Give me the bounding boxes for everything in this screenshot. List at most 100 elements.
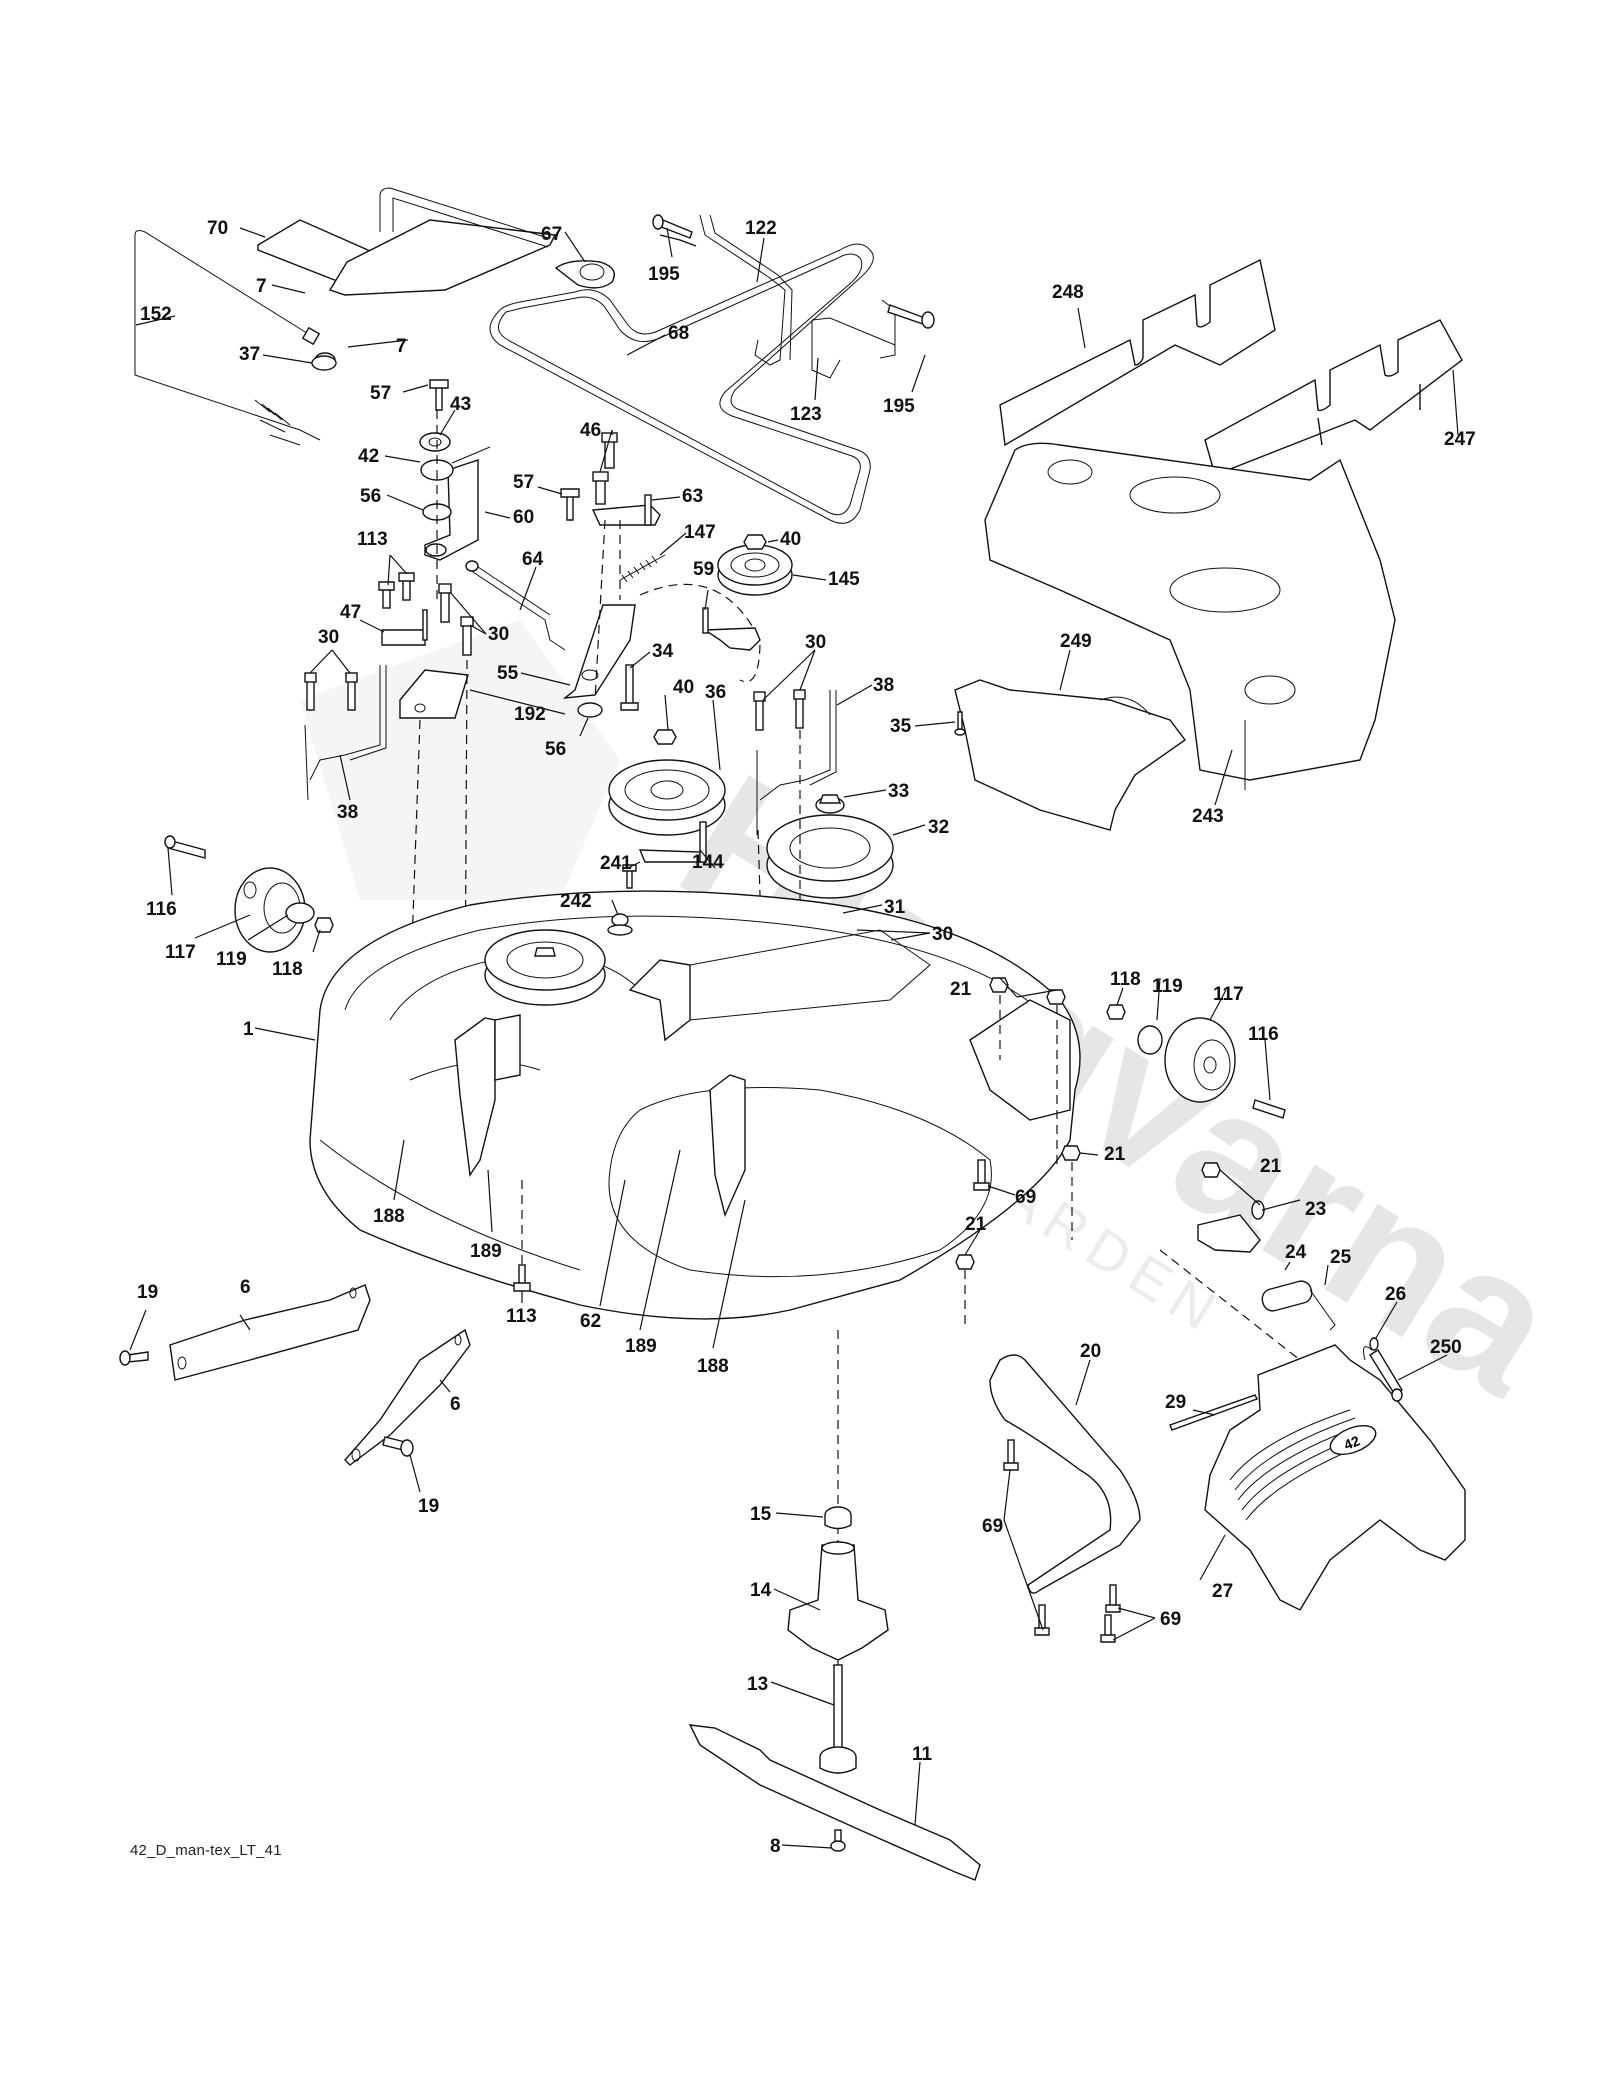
bolt-19-a xyxy=(119,1350,149,1366)
callout-117[interactable]: 117 xyxy=(165,942,196,963)
callout-64[interactable]: 64 xyxy=(522,549,544,570)
callout-29[interactable]: 29 xyxy=(1165,1392,1186,1413)
callout-35[interactable]: 35 xyxy=(890,716,912,737)
callout-40[interactable]: 40 xyxy=(780,529,801,550)
callout-248[interactable]: 248 xyxy=(1052,282,1084,303)
callout-36[interactable]: 36 xyxy=(705,682,726,703)
callout-57[interactable]: 57 xyxy=(370,383,391,404)
callout-47[interactable]: 47 xyxy=(340,602,361,623)
callout-21[interactable]: 21 xyxy=(1260,1156,1282,1177)
callout-37[interactable]: 37 xyxy=(239,344,260,365)
rod-29 xyxy=(1169,1394,1258,1431)
belt-68 xyxy=(489,243,874,524)
callout-118[interactable]: 118 xyxy=(272,959,303,980)
callout-57[interactable]: 57 xyxy=(513,472,534,493)
callout-1[interactable]: 1 xyxy=(243,1019,254,1040)
callout-113[interactable]: 113 xyxy=(357,529,388,550)
callout-31[interactable]: 31 xyxy=(884,897,906,918)
callout-38[interactable]: 38 xyxy=(873,675,894,696)
bracket-59 xyxy=(702,607,761,651)
callout-117[interactable]: 117 xyxy=(1213,984,1244,1005)
callout-55[interactable]: 55 xyxy=(497,663,519,684)
callout-119[interactable]: 119 xyxy=(1152,976,1183,997)
callout-69[interactable]: 69 xyxy=(982,1516,1003,1537)
callout-30[interactable]: 30 xyxy=(318,627,339,648)
callout-68[interactable]: 68 xyxy=(668,323,689,344)
callout-25[interactable]: 25 xyxy=(1330,1247,1352,1268)
stud-242 xyxy=(607,913,633,936)
callout-250[interactable]: 250 xyxy=(1430,1337,1462,1358)
callout-56[interactable]: 56 xyxy=(545,739,566,760)
callout-152[interactable]: 152 xyxy=(140,304,172,325)
callout-59[interactable]: 59 xyxy=(693,559,714,580)
callout-247[interactable]: 247 xyxy=(1444,429,1476,450)
screw-195-b xyxy=(887,304,935,329)
callout-113[interactable]: 113 xyxy=(506,1306,537,1327)
callout-62[interactable]: 62 xyxy=(580,1311,601,1332)
callout-23[interactable]: 23 xyxy=(1305,1199,1326,1220)
callout-21[interactable]: 21 xyxy=(1104,1144,1126,1165)
callout-56[interactable]: 56 xyxy=(360,486,381,507)
callout-27[interactable]: 27 xyxy=(1212,1581,1233,1602)
callout-116[interactable]: 116 xyxy=(146,899,177,920)
callout-69[interactable]: 69 xyxy=(1160,1609,1181,1630)
callout-42[interactable]: 42 xyxy=(358,446,379,467)
callout-43[interactable]: 43 xyxy=(450,394,471,415)
callout-144[interactable]: 144 xyxy=(692,852,724,873)
callout-242[interactable]: 242 xyxy=(560,891,592,912)
callout-30[interactable]: 30 xyxy=(488,624,509,645)
spring-path xyxy=(639,583,761,683)
callout-19[interactable]: 19 xyxy=(418,1496,439,1517)
callout-243[interactable]: 243 xyxy=(1192,806,1224,827)
callout-15[interactable]: 15 xyxy=(750,1504,772,1525)
callout-195[interactable]: 195 xyxy=(648,264,680,285)
callout-7[interactable]: 7 xyxy=(256,276,267,297)
callout-69[interactable]: 69 xyxy=(1015,1187,1036,1208)
callout-24[interactable]: 24 xyxy=(1285,1242,1307,1263)
callout-19[interactable]: 19 xyxy=(137,1282,158,1303)
callout-189[interactable]: 189 xyxy=(470,1241,502,1262)
callout-189[interactable]: 189 xyxy=(625,1336,657,1357)
callout-123[interactable]: 123 xyxy=(790,404,822,425)
callout-26[interactable]: 26 xyxy=(1385,1284,1406,1305)
callout-14[interactable]: 14 xyxy=(750,1580,772,1601)
callout-33[interactable]: 33 xyxy=(888,781,909,802)
callout-46[interactable]: 46 xyxy=(580,420,601,441)
callout-8[interactable]: 8 xyxy=(770,1836,781,1857)
callout-38[interactable]: 38 xyxy=(337,802,358,823)
callout-63[interactable]: 63 xyxy=(682,486,703,507)
callout-145[interactable]: 145 xyxy=(828,569,860,590)
callout-119[interactable]: 119 xyxy=(216,949,247,970)
callout-40[interactable]: 40 xyxy=(673,677,694,698)
callout-13[interactable]: 13 xyxy=(747,1674,768,1695)
callout-21[interactable]: 21 xyxy=(950,979,972,1000)
callout-249[interactable]: 249 xyxy=(1060,631,1092,652)
callout-11[interactable]: 11 xyxy=(912,1744,933,1765)
callout-195[interactable]: 195 xyxy=(883,396,915,417)
callout-70[interactable]: 70 xyxy=(207,218,228,239)
callout-6[interactable]: 6 xyxy=(240,1277,251,1298)
callout-67[interactable]: 67 xyxy=(541,224,562,245)
callout-21[interactable]: 21 xyxy=(965,1214,987,1235)
callout-188[interactable]: 188 xyxy=(697,1356,729,1377)
callout-32[interactable]: 32 xyxy=(928,817,949,838)
callout-241[interactable]: 241 xyxy=(600,853,632,874)
callout-30[interactable]: 30 xyxy=(932,924,953,945)
spring-bracket-60 xyxy=(424,459,479,561)
callout-6[interactable]: 6 xyxy=(450,1394,461,1415)
callout-118[interactable]: 118 xyxy=(1110,969,1141,990)
callout-60[interactable]: 60 xyxy=(513,507,534,528)
deck-bracket-left xyxy=(454,1014,521,1177)
callout-147[interactable]: 147 xyxy=(684,522,716,543)
callout-188[interactable]: 188 xyxy=(373,1206,405,1227)
callout-30[interactable]: 30 xyxy=(805,632,826,653)
callout-122[interactable]: 122 xyxy=(745,218,777,239)
callout-192[interactable]: 192 xyxy=(514,704,546,725)
callout-20[interactable]: 20 xyxy=(1080,1341,1101,1362)
bracket-192 xyxy=(399,669,469,719)
callout-34[interactable]: 34 xyxy=(652,641,674,662)
callout-7[interactable]: 7 xyxy=(396,336,407,357)
callout-116[interactable]: 116 xyxy=(1248,1024,1279,1045)
gauge-wheel-right xyxy=(1106,1004,1286,1119)
screw-35 xyxy=(954,711,966,736)
